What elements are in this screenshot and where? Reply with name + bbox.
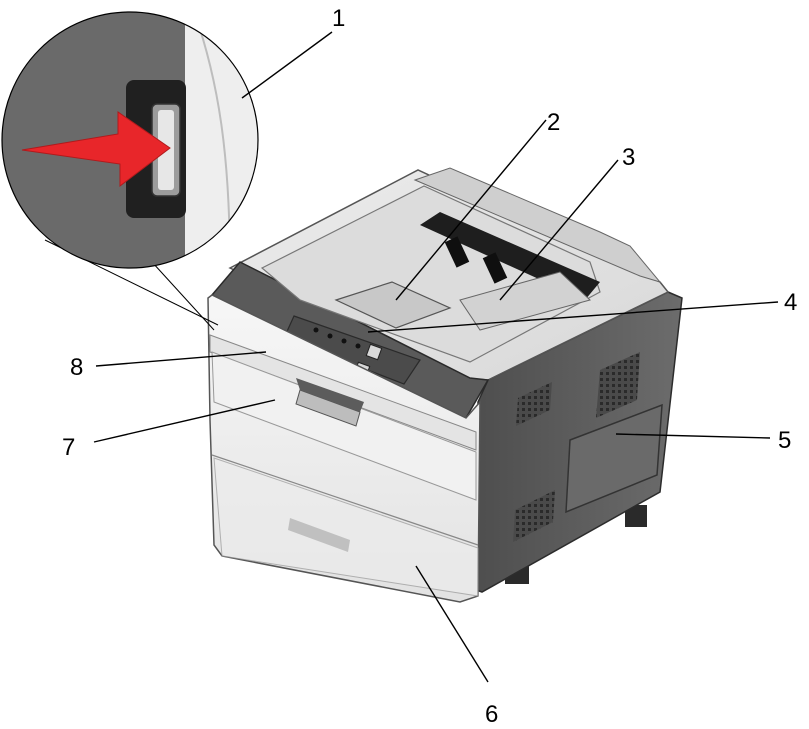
paper-exit-roller xyxy=(482,252,508,284)
multipurpose-feeder-door xyxy=(211,351,477,501)
side-vent xyxy=(513,490,555,542)
callout-5: 5 xyxy=(778,427,791,454)
power-switch-inset xyxy=(1,11,259,331)
callout-4: 4 xyxy=(784,289,797,316)
paper-tray xyxy=(213,457,479,597)
control-panel-button xyxy=(365,343,383,361)
control-panel-light xyxy=(327,333,333,339)
front-door xyxy=(209,334,477,451)
callout-2: 2 xyxy=(547,109,560,136)
printer-foot xyxy=(625,505,647,527)
control-panel-light xyxy=(341,338,347,344)
leader-line-3 xyxy=(499,159,619,301)
arrow-icon xyxy=(21,111,171,188)
leader-line-8 xyxy=(95,351,267,367)
callout-1: 1 xyxy=(332,5,345,32)
side-vent xyxy=(596,352,640,418)
standard-exit-bin xyxy=(459,271,591,331)
leader-line-6 xyxy=(415,565,489,683)
printer-illustration xyxy=(207,167,683,603)
inset-connector-line xyxy=(151,261,215,331)
callout-8: 8 xyxy=(70,354,83,381)
leader-line-7 xyxy=(93,399,276,443)
tray-seam xyxy=(211,454,479,546)
control-panel-light xyxy=(313,327,319,333)
leader-line-1 xyxy=(241,31,333,99)
leader-lines xyxy=(93,31,779,683)
callout-3: 3 xyxy=(622,144,635,171)
printer-rear-lip xyxy=(413,167,662,283)
callout-7: 7 xyxy=(62,434,75,461)
callout-labels: 1 2 3 4 5 6 7 8 xyxy=(62,5,797,728)
side-vent xyxy=(516,382,552,426)
leader-line-4 xyxy=(367,301,779,333)
paper-stop xyxy=(334,281,452,329)
leader-line-5 xyxy=(615,433,771,439)
leader-line-2 xyxy=(395,119,547,301)
system-board-access-cover xyxy=(565,403,663,514)
paper-exit-roller xyxy=(444,236,470,268)
feeder-handle-recess xyxy=(296,378,364,412)
callout-6: 6 xyxy=(485,701,498,728)
control-panel-light xyxy=(355,343,361,349)
